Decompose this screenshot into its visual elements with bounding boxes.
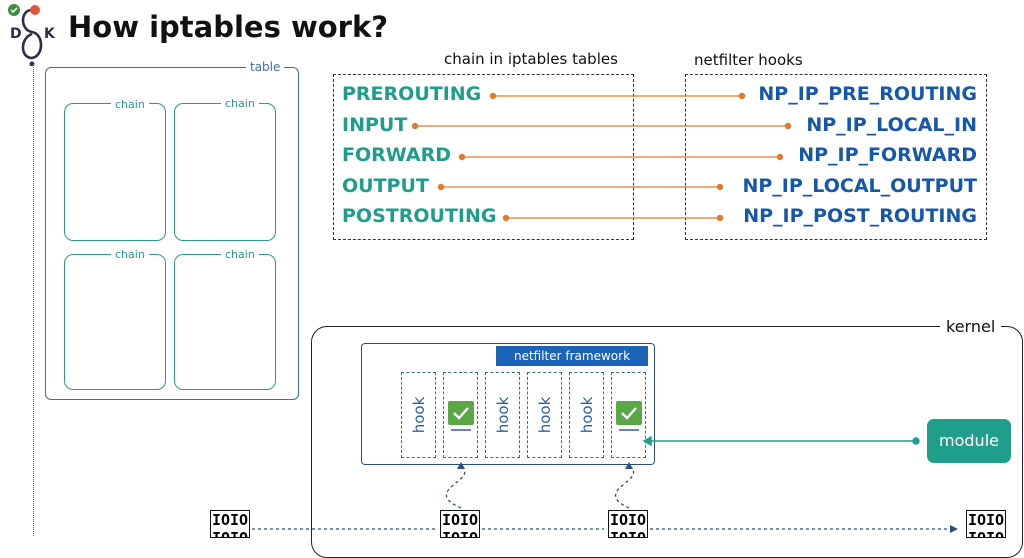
table-box	[45, 67, 299, 400]
packet-bits: IOIO IOIO	[441, 511, 479, 538]
alert-badge-icon	[30, 5, 40, 15]
chain-output: OUTPUT	[342, 175, 429, 197]
logo-letter-k: K	[44, 26, 56, 42]
hooks-column-header: netfilter hooks	[694, 51, 803, 69]
hook-slot-6	[611, 372, 646, 458]
hook-slot-1: hook	[401, 372, 436, 458]
packet-flow	[252, 465, 950, 530]
chain-forward: FORWARD	[342, 144, 451, 166]
packet-bits: IOIO IOIO	[967, 511, 1005, 538]
check-icon	[448, 401, 474, 431]
hook-local-in: NP_IP_LOCAL_IN	[806, 114, 977, 136]
hook-slot-4: hook	[527, 372, 562, 458]
chain-box-2	[174, 103, 276, 241]
chain-input: INPUT	[342, 114, 408, 136]
chain-label-1: chain	[111, 98, 149, 111]
hook-pre-routing: NP_IP_PRE_ROUTING	[758, 83, 977, 105]
hook-forward: NP_IP_FORWARD	[798, 144, 977, 166]
hook-slot-5: hook	[569, 372, 604, 458]
hook-slot-3: hook	[485, 372, 520, 458]
chain-label-2: chain	[221, 97, 259, 110]
module-box: module	[927, 419, 1011, 463]
packet-icon: IOIO IOIO	[608, 510, 648, 538]
packet-icon: IOIO IOIO	[210, 510, 250, 538]
connectors	[252, 92, 958, 533]
chain-label-3: chain	[111, 248, 149, 261]
chain-label-4: chain	[221, 248, 259, 261]
module-connector	[642, 435, 920, 447]
logo-letter-d: D	[10, 26, 22, 42]
hook-slot-2	[443, 372, 478, 458]
chain-postrouting: POSTROUTING	[342, 205, 497, 227]
netfilter-framework-label: netfilter framework	[496, 346, 648, 366]
packet-icon: IOIO IOIO	[440, 510, 480, 538]
table-label: table	[246, 60, 285, 74]
hook-local-output: NP_IP_LOCAL_OUTPUT	[742, 175, 977, 197]
packet-bits: IOIO IOIO	[211, 511, 249, 538]
chain-box-3	[64, 254, 166, 390]
timeline-line	[33, 64, 34, 536]
check-icon	[616, 401, 642, 431]
logo: D K	[6, 2, 58, 67]
check-badge-icon	[8, 4, 20, 16]
chain-box-4	[174, 254, 276, 390]
packet-bits: IOIO IOIO	[609, 511, 647, 538]
page-title: How iptables work?	[68, 10, 389, 44]
chains-column-header: chain in iptables tables	[444, 50, 618, 68]
kernel-label: kernel	[940, 317, 1002, 336]
hook-post-routing: NP_IP_POST_ROUTING	[743, 205, 977, 227]
chain-prerouting: PREROUTING	[342, 83, 482, 105]
